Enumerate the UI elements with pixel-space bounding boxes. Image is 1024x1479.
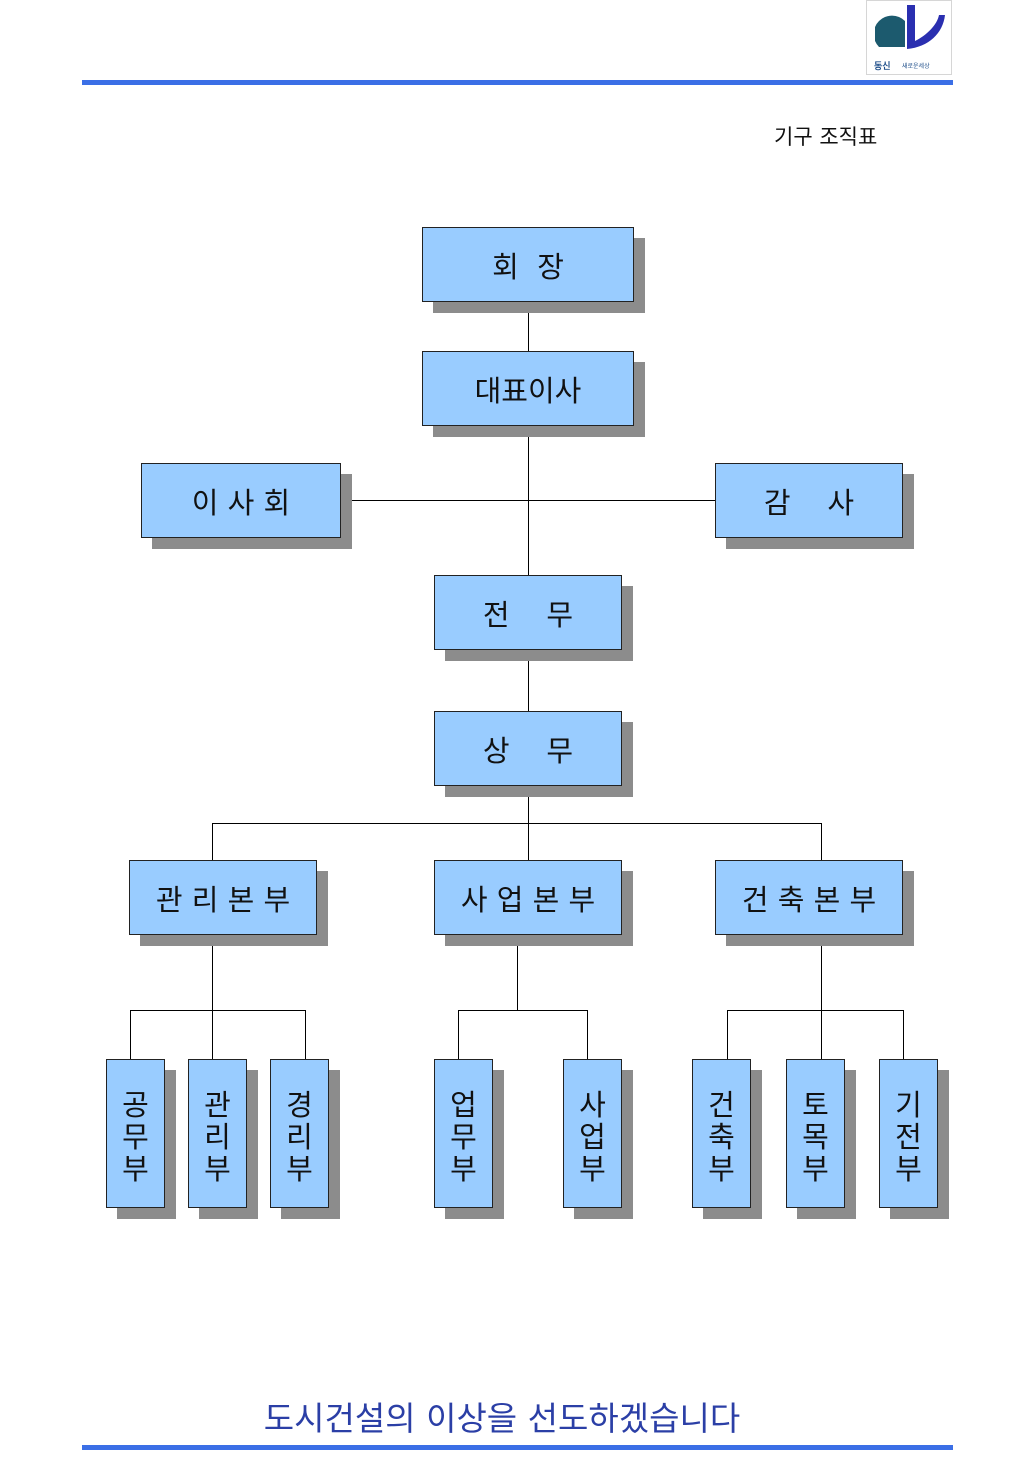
connector-line [903,1010,904,1060]
footer-slogan: 도시건설의 이상을 선도하겠습니다 [263,1399,741,1438]
department-box: 기 전 부 [879,1059,938,1208]
auditor-box: 감 사 [715,463,903,538]
department-box: 토 목 부 [786,1059,845,1208]
department-box: 공 무 부 [106,1059,165,1208]
connector-line [212,935,213,1060]
logo-name: 동신 [874,62,891,72]
connector-line [821,935,822,1060]
connector-line [130,1010,306,1011]
connector-line [212,823,822,824]
connector-line [528,301,529,352]
managing-director-box: 상 무 [434,711,622,786]
department-box: 경 리 부 [270,1059,329,1208]
architecture-division-box: 건 축 본 부 [715,860,903,935]
connector-line [517,935,518,1011]
connector-line [458,1010,588,1011]
connector-line [130,1010,131,1060]
department-box: 업 무 부 [434,1059,493,1208]
board-of-directors-box: 이 사 회 [141,463,341,538]
connector-line [340,500,716,501]
company-logo: 동신 새로운세상 [866,0,952,75]
connector-line [587,1010,588,1060]
logo-mark-icon [875,5,945,49]
department-box: 건 축 부 [692,1059,751,1208]
connector-line [305,1010,306,1060]
logo-subtitle: 새로운세상 [902,63,930,70]
footer-rule [82,1445,953,1450]
connector-line [727,1010,728,1060]
chairman-box: 회 장 [422,227,634,302]
management-division-box: 관 리 본 부 [129,860,317,935]
connector-line [212,823,213,861]
connector-line [528,649,529,712]
header-rule [82,80,953,85]
connector-line [458,1010,459,1060]
connector-line [821,823,822,861]
senior-director-box: 전 무 [434,575,622,650]
department-box: 관 리 부 [188,1059,247,1208]
ceo-box: 대표이사 [422,351,634,426]
department-box: 사 업 부 [563,1059,622,1208]
business-division-box: 사 업 본 부 [434,860,622,935]
document-title: 기구 조직표 [774,125,878,149]
connector-line [727,1010,904,1011]
